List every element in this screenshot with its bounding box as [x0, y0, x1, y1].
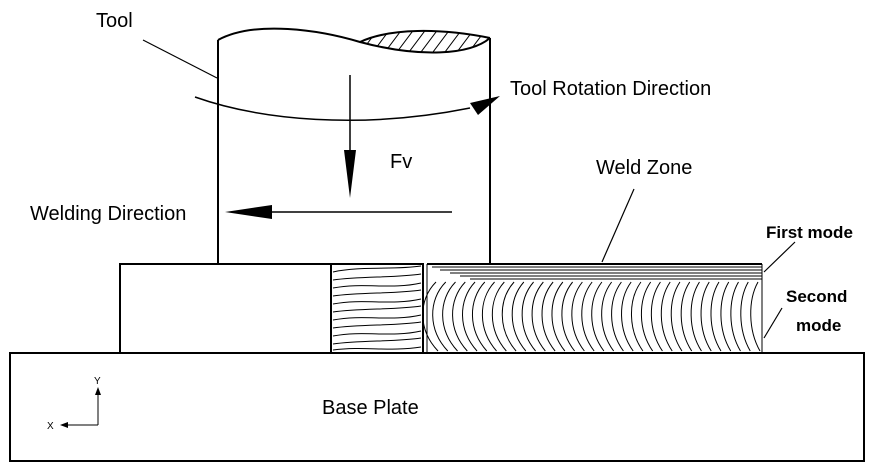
weld-arc-line: [670, 281, 683, 352]
weld-arc-line: [650, 281, 663, 352]
force-fv-arrow: [344, 75, 356, 198]
weld-arc-line: [710, 281, 722, 352]
second-mode-label-line1: Second: [786, 287, 847, 306]
weld-arc-line: [571, 281, 585, 352]
weld-arc-line: [631, 281, 644, 352]
weld-arc-line: [660, 281, 673, 352]
weld-arc-line: [740, 281, 751, 352]
coordinate-axes: [60, 387, 101, 428]
base-plate-label: Base Plate: [322, 397, 419, 419]
weld-arc-line: [581, 281, 595, 352]
weld-arc-line: [601, 281, 615, 352]
weld-arc-lines: [422, 281, 761, 352]
weld-arc-line: [561, 281, 575, 352]
tool-leader-line: [142, 39, 218, 79]
weld-arc-line: [551, 281, 566, 352]
base-plate: [9, 352, 865, 462]
weld-arc-line: [491, 281, 507, 352]
fv-label: Fv: [390, 151, 412, 173]
weld-arc-line: [531, 281, 546, 352]
weld-arc-line: [452, 281, 468, 352]
axis-x-label: X: [47, 421, 54, 432]
weld-arc-line: [621, 281, 634, 352]
weld-zone-label: Weld Zone: [596, 157, 692, 179]
weld-zone-block: [422, 263, 763, 354]
weld-arc-line: [501, 281, 517, 352]
welding-direction-label: Welding Direction: [30, 203, 186, 225]
weld-arc-line: [700, 281, 712, 352]
weld-arc-line: [442, 281, 458, 352]
tool-rotation-direction-label: Tool Rotation Direction: [510, 78, 711, 100]
weld-arc-line: [541, 281, 556, 352]
weld-arc-line: [521, 281, 536, 352]
weld-zone-leader-line: [601, 188, 635, 263]
first-mode-label: First mode: [766, 223, 853, 242]
weld-arc-line: [432, 281, 449, 352]
tool-body: [217, 27, 491, 264]
tool-section-hatch: [360, 30, 490, 53]
weld-arc-line: [730, 281, 741, 352]
weld-arc-line: [640, 281, 654, 352]
second-mode-label-line2: mode: [796, 316, 841, 335]
tool-rotation-arrow: [194, 96, 500, 121]
weld-arc-line: [481, 281, 497, 352]
weld-arc-line: [750, 281, 761, 352]
first-mode-leader-line: [763, 241, 796, 273]
weld-arc-line: [690, 281, 702, 352]
stirred-zone-block: [330, 263, 428, 354]
weld-arc-line: [611, 281, 624, 352]
second-mode-leader-line: [763, 307, 783, 339]
workpiece-left-block: [119, 263, 332, 354]
weld-arc-line: [422, 281, 439, 352]
weld-arc-line: [471, 281, 488, 352]
welding-direction-arrow: [225, 205, 452, 219]
tool-label: Tool: [96, 10, 133, 32]
weld-arc-line: [462, 281, 478, 352]
weld-arc-line: [720, 281, 732, 352]
weld-arc-line: [591, 281, 605, 352]
weld-arc-line: [680, 281, 693, 352]
axis-y-label: Y: [94, 376, 101, 387]
weld-arc-line: [511, 281, 527, 352]
